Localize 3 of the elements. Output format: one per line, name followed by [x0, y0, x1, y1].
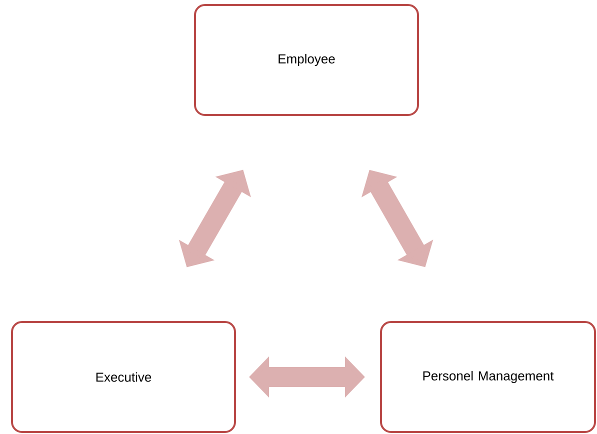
process-box: Employee — [194, 4, 419, 116]
process-box: Executive — [11, 321, 236, 433]
process-box: Personel Management — [380, 321, 596, 433]
